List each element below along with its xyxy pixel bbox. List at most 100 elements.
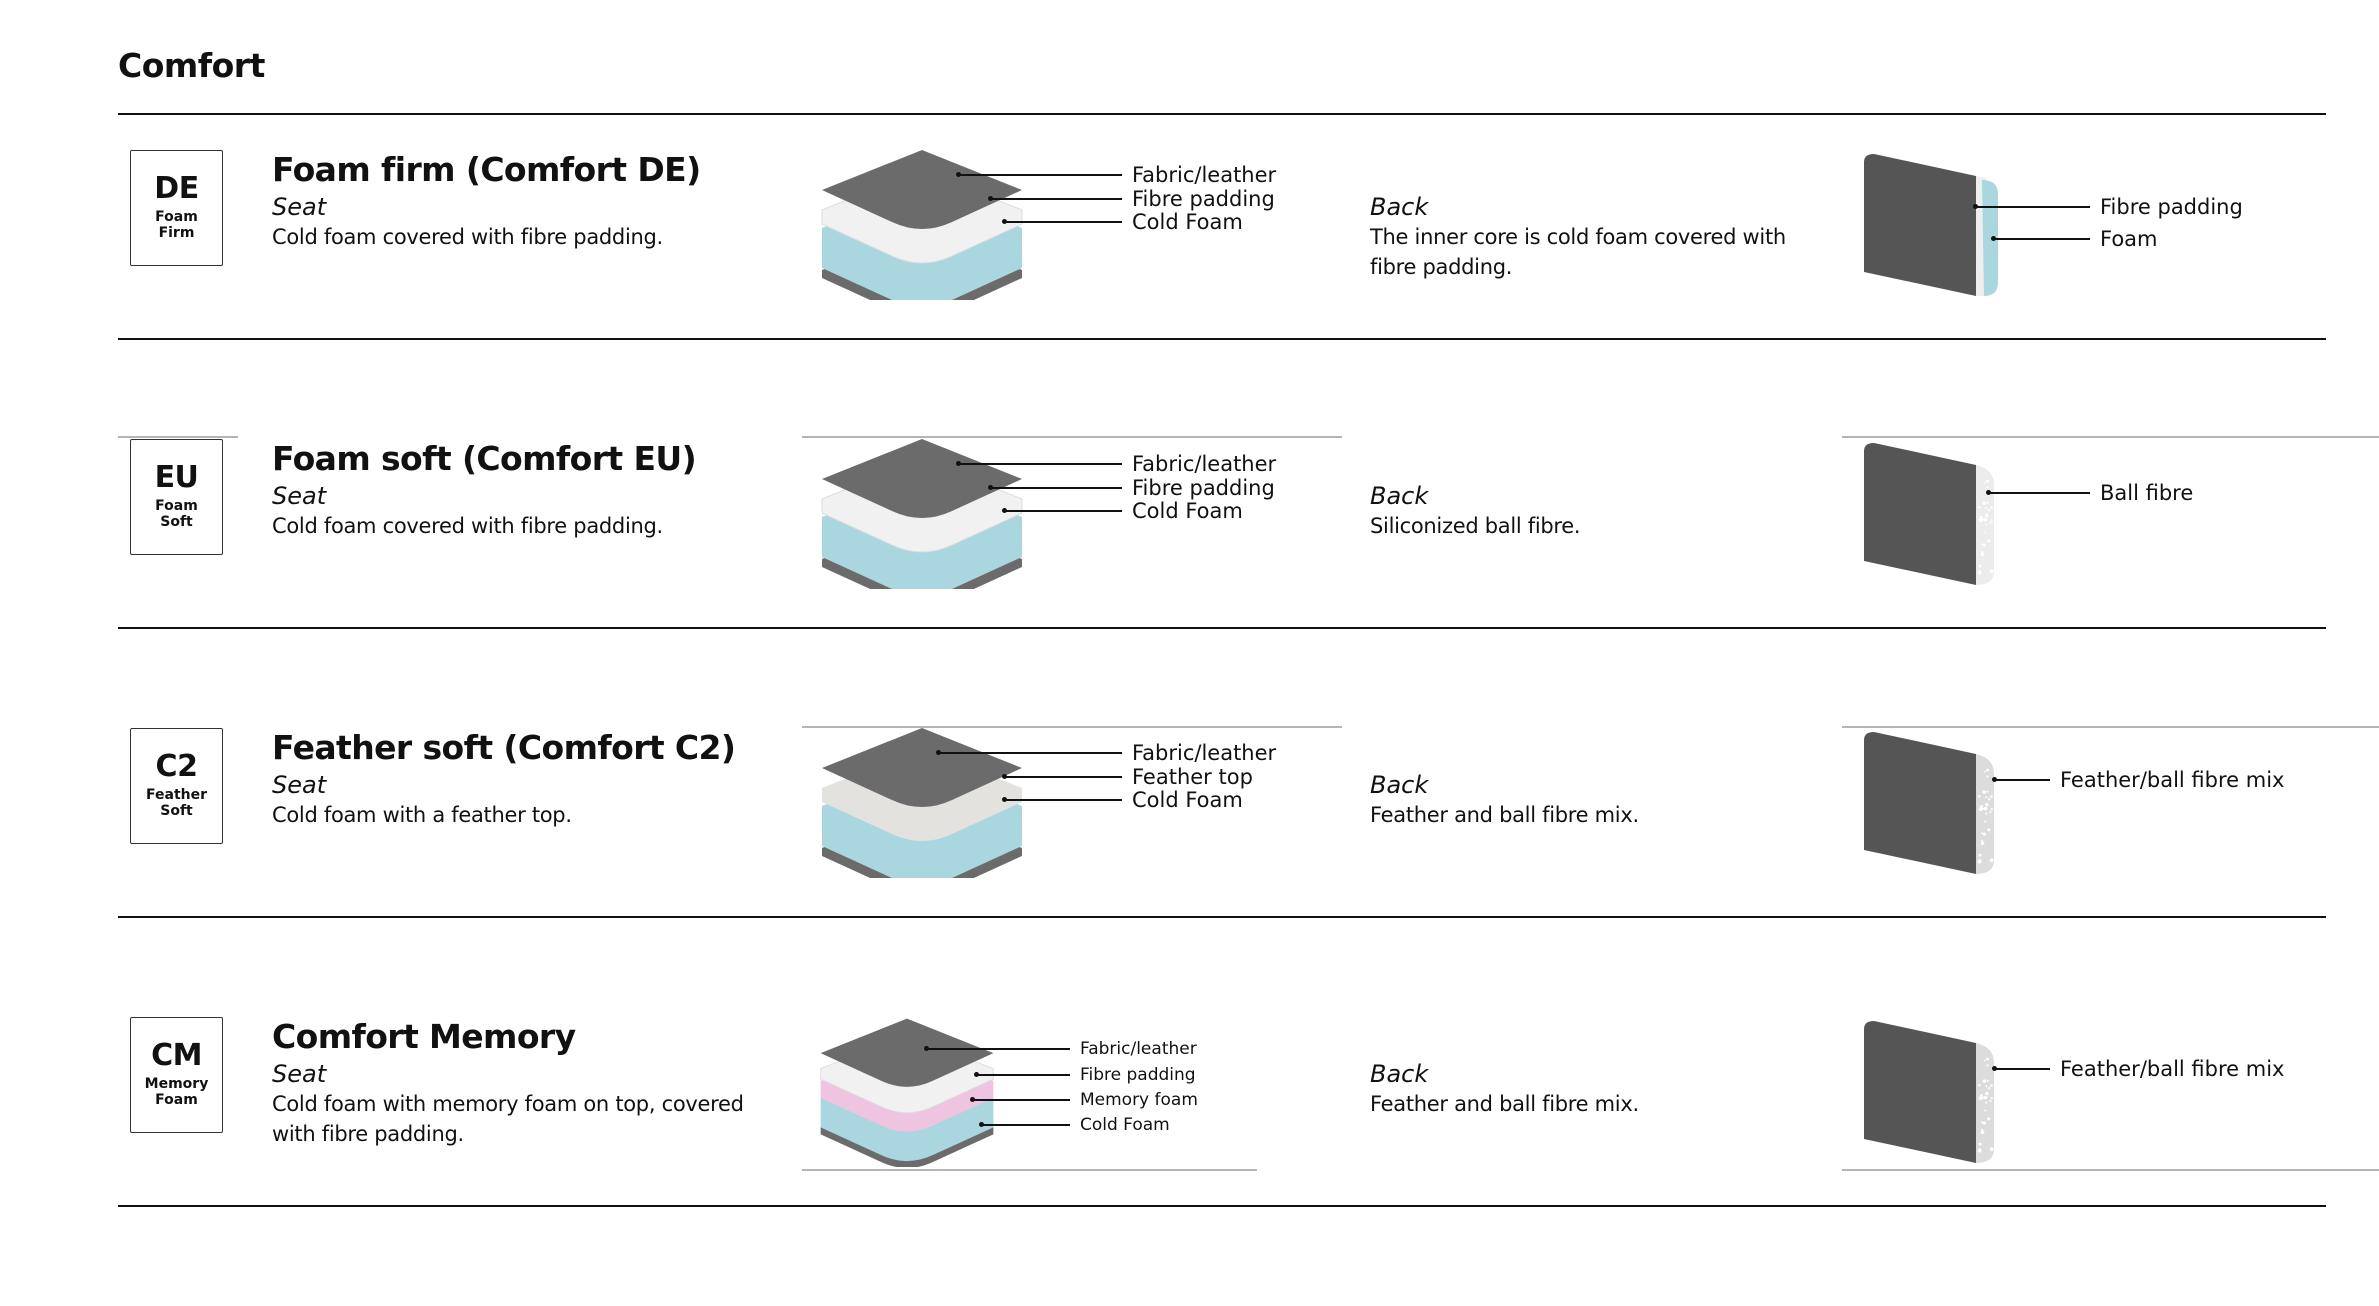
callout-label: Cold Foam [1132,788,1243,812]
fibre-speckle [1990,808,1993,811]
callout-label: Fibre padding [1132,187,1275,211]
badge-code: CM [151,1038,202,1073]
callout-label: Fabric/leather [1132,452,1277,476]
back-cushion-image [1864,443,1994,585]
back-description: Siliconized ball fibre. [1370,514,1581,538]
image-frame-line [1842,1169,2379,1171]
callout-label: Fabric/leather [1080,1039,1197,1059]
callout-label: Cold Foam [1132,210,1243,234]
callout-label: Fibre padding [1132,476,1275,500]
back-body-shape [1864,443,1976,585]
fibre-speckle [1985,812,1988,815]
fibre-speckle [1987,1087,1991,1090]
fibre-speckle [1985,1101,1988,1104]
comfort-name: Comfort Memory [272,1017,576,1056]
fibre-speckle [1989,858,1994,863]
fibre-speckle [1986,768,1989,772]
callout-leader-line [938,752,1122,754]
callout-leader-line [971,1099,1070,1101]
fibre-speckle [1987,798,1991,801]
badge-line2: Soft [160,803,193,819]
comfort-badge: C2 Feather Soft [130,728,223,844]
fibre-speckle [1983,481,1986,484]
fibre-speckle [1984,1109,1987,1112]
callout-leader-line [1004,799,1122,801]
fibre-speckle [1987,539,1991,543]
callout-leader-line [1975,206,2090,208]
fibre-speckle [1982,1079,1987,1083]
fibre-speckle [1978,506,1981,509]
fibre-speckle [1978,859,1982,862]
fibre-speckle [1982,790,1987,794]
fibre-speckle [1980,841,1985,846]
fibre-speckle [1985,1085,1988,1088]
page-title: Comfort [118,46,265,85]
fibre-speckle [1984,820,1987,823]
fibre-speckle [1987,828,1991,832]
comfort-row-eu: EU Foam Soft Foam soft (Comfort EU) Seat… [0,439,2379,728]
fibre-speckle [1986,1064,1989,1067]
badge-line1: Feather [146,787,207,803]
fibre-speckle [1978,1084,1981,1087]
fibre-speckle [1983,807,1986,810]
seat-layers-diagram [820,1018,994,1167]
fibre-speckle [1985,796,1988,799]
fibre-speckle [1990,519,1993,522]
fibre-speckle [1979,515,1983,519]
comfort-row-cm: CM Memory Foam Comfort Memory Seat Cold … [0,1017,2379,1306]
badge-line2: Soft [160,514,193,530]
fibre-speckle [1985,1091,1989,1096]
fibre-speckle [1987,1117,1991,1121]
seat-label: Seat [272,771,327,799]
fibre-speckle [1986,790,1989,793]
fibre-speckle [1990,1084,1993,1087]
fibre-speckle [1987,509,1991,512]
badge-line1: Foam [155,209,198,225]
callout-label: Ball fibre [2100,481,2194,505]
fibre-speckle [1990,506,1993,509]
fibre-speckle [1989,810,1992,813]
callout-leader-line [1988,492,2090,494]
back-description: Feather and ball fibre mix. [1370,1092,1639,1116]
row-divider [118,1205,2326,1207]
badge-code: EU [154,460,199,495]
seat-description: Cold foam covered with fibre padding. [272,514,663,538]
fibre-speckle [1989,569,1994,574]
fibre-speckle [1981,550,1984,553]
back-body-shape [1864,154,1976,296]
comfort-row-c2: C2 Feather Soft Feather soft (Comfort C2… [0,728,2379,1017]
callout-label: Foam [2100,227,2158,251]
fibre-speckle [1981,1121,1984,1124]
callout-leader-line [990,487,1122,489]
image-frame-line [1842,436,2379,438]
badge-line1: Memory [144,1076,209,1092]
callout-leader-line [981,1124,1070,1126]
fibre-speckle [1985,802,1989,807]
back-description: The inner core is cold foam covered with… [1370,225,1786,279]
fibre-speckle [1979,804,1983,808]
fibre-speckle [1981,543,1984,546]
fibre-speckle [1980,552,1985,557]
callout-leader-line [926,1048,1070,1050]
comfort-badge: CM Memory Foam [130,1017,223,1133]
fibre-speckle [1978,570,1982,573]
seat-label: Seat [272,482,327,510]
back-cushion-image [1864,732,1994,874]
fibre-speckle [1981,839,1984,842]
callout-leader-line [958,463,1122,465]
seat-description: Cold foam with a feather top. [272,803,572,827]
image-frame-line [1842,726,2379,728]
callout-label: Feather/ball fibre mix [2060,768,2285,792]
fibre-speckle [1986,775,1989,778]
fibre-speckle [1982,832,1986,836]
callout-leader-line [1004,221,1122,223]
badge-line2: Firm [158,225,195,241]
fibre-speckle [1985,523,1988,526]
fibre-speckle [1986,479,1989,483]
fibre-speckle [1986,1079,1989,1082]
fibre-speckle [1984,531,1987,534]
fibre-speckle [1980,1130,1985,1135]
callout-label: Feather/ball fibre mix [2060,1057,2285,1081]
comfort-badge: EU Foam Soft [130,439,223,555]
top-fabric-layer [820,1018,994,1087]
